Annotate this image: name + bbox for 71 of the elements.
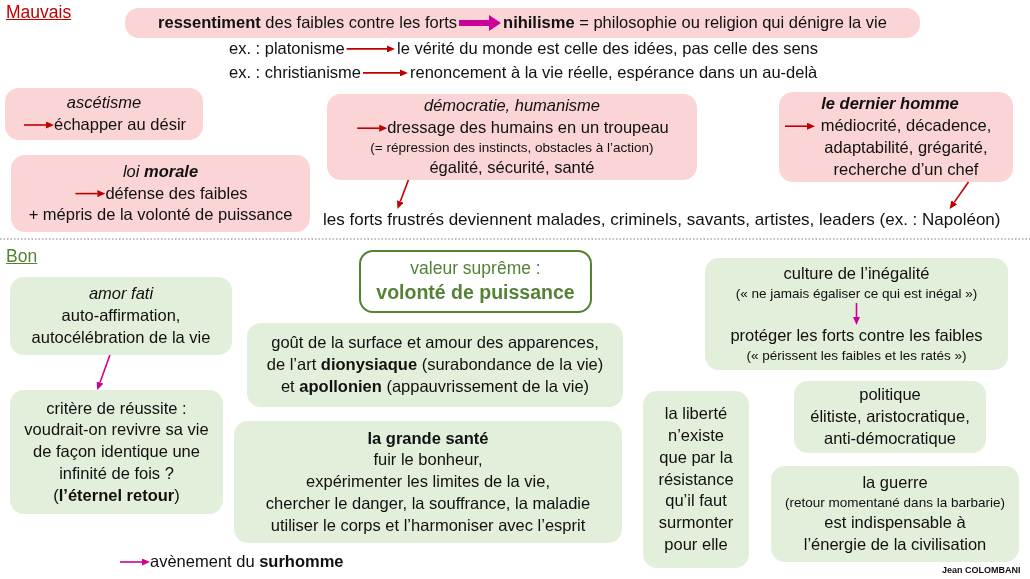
note-text: (« ne jamais égaliser ce qui est inégal ») bbox=[735, 285, 978, 303]
concept-box bbox=[11, 155, 310, 232]
box-text: + mépris de la volonté de puissance bbox=[28, 204, 293, 226]
statement-text: ex. : christianisme bbox=[229, 62, 362, 84]
author-credit: Jean COLOMBANI bbox=[942, 565, 1021, 577]
statement-text: dressage des humains en un troupeau bbox=[387, 117, 669, 139]
box-title: la grande santé bbox=[367, 427, 489, 449]
box-text: utiliser le corps et l’harmoniser avec l’esprit bbox=[270, 514, 586, 536]
concept-box bbox=[10, 277, 232, 355]
box-title: le dernier homme bbox=[821, 93, 959, 115]
statement-text: médiocrité, décadence, adaptabilité, grégarité, recherche d’un chef bbox=[815, 115, 997, 181]
statement-text: avènement du surhomme bbox=[150, 551, 344, 573]
note-text: (« périssent les faibles et les ratés ») bbox=[745, 346, 968, 365]
box-text: fuir le bonheur, bbox=[373, 449, 483, 471]
highlight-box bbox=[359, 250, 592, 313]
statement-text: ex. : platonisme bbox=[229, 38, 345, 60]
concept-box bbox=[794, 381, 986, 453]
concept-box bbox=[643, 391, 749, 568]
box-text: est indispensable à l’énergie de la civilisation bbox=[802, 512, 988, 555]
statement-text: défense des faibles bbox=[105, 182, 248, 205]
arrow bbox=[119, 558, 150, 566]
box-text: valeur suprême : bbox=[410, 257, 541, 281]
box-title: loi morale bbox=[122, 160, 199, 182]
box-title: démocratie, humanisme bbox=[423, 95, 601, 117]
box-text: politique bbox=[859, 384, 921, 406]
concept-box bbox=[10, 390, 223, 514]
section-heading: Mauvais bbox=[6, 1, 72, 24]
concept-box bbox=[234, 421, 622, 543]
note-text: (retour momentané dans la barbarie) bbox=[785, 494, 1005, 512]
box-text: (l’éternel retour) bbox=[53, 484, 180, 506]
box-text: élitiste, aristocratique, anti-démocratique bbox=[809, 406, 971, 449]
arrow bbox=[362, 69, 408, 77]
box-title: amor fati bbox=[88, 283, 154, 305]
statement-text: ressentiment des faibles contre les forts bbox=[158, 12, 458, 34]
concept-box bbox=[771, 466, 1019, 562]
statement-text: le vérité du monde est celle des idées, pas celle des sens bbox=[397, 38, 818, 60]
arrow bbox=[356, 124, 388, 132]
arrow bbox=[23, 121, 54, 129]
arrow bbox=[74, 190, 106, 198]
note-text: (= répression des instincts, obstacles à l’action) bbox=[370, 138, 654, 157]
section-heading: Bon bbox=[6, 245, 38, 268]
box-text: voudrait-on revivre sa vie de façon identique une infinité de fois ? bbox=[24, 419, 209, 484]
concept-box bbox=[5, 88, 203, 140]
statement-text: culture de l’inégalité bbox=[782, 263, 931, 285]
box-text: auto-affirmation, autocélébration de la vie bbox=[30, 305, 212, 348]
statement-text: échapper au désir bbox=[53, 114, 187, 136]
concept-box bbox=[247, 323, 623, 407]
statement-text: renoncement à la vie réelle, espérance dans un au-delà bbox=[410, 62, 818, 84]
box-text: chercher le danger, la souffrance, la maladie bbox=[265, 492, 591, 514]
concept-box bbox=[125, 8, 920, 38]
arrow bbox=[345, 45, 395, 53]
arrow bbox=[459, 15, 501, 31]
box-text: expérimenter les limites de la vie, bbox=[306, 471, 550, 493]
box-text: critère de réussite : bbox=[46, 397, 187, 419]
statement-text: protéger les forts contre les faibles bbox=[730, 325, 983, 346]
box-text: égalité, sécurité, santé bbox=[429, 156, 595, 178]
concept-box bbox=[705, 258, 1008, 370]
arrow bbox=[784, 122, 815, 130]
box-text: la guerre bbox=[862, 472, 928, 494]
arrow bbox=[96, 354, 111, 391]
concept-box bbox=[327, 94, 697, 180]
statement-text: nihilisme = philosophie ou religion qui dénigre la vie bbox=[503, 12, 887, 34]
box-text: la liberté n’existe que par la résistance qu’il faut surmonter pour elle bbox=[657, 403, 735, 555]
arrow bbox=[949, 181, 970, 209]
statement-text: les forts frustrés deviennent malades, criminels, savants, artistes, leaders (ex. : Napoléon) bbox=[323, 209, 1001, 232]
box-title: ascétisme bbox=[66, 92, 142, 114]
arrow bbox=[397, 179, 410, 209]
arrow bbox=[853, 302, 860, 325]
concept-box bbox=[779, 92, 1013, 182]
box-text: goût de la surface et amour des apparences, de l’art dionysiaque (surabondance de la vie) et apollonien (appauvrissement de la vie) bbox=[265, 332, 605, 397]
box-title: volonté de puissance bbox=[376, 280, 575, 306]
